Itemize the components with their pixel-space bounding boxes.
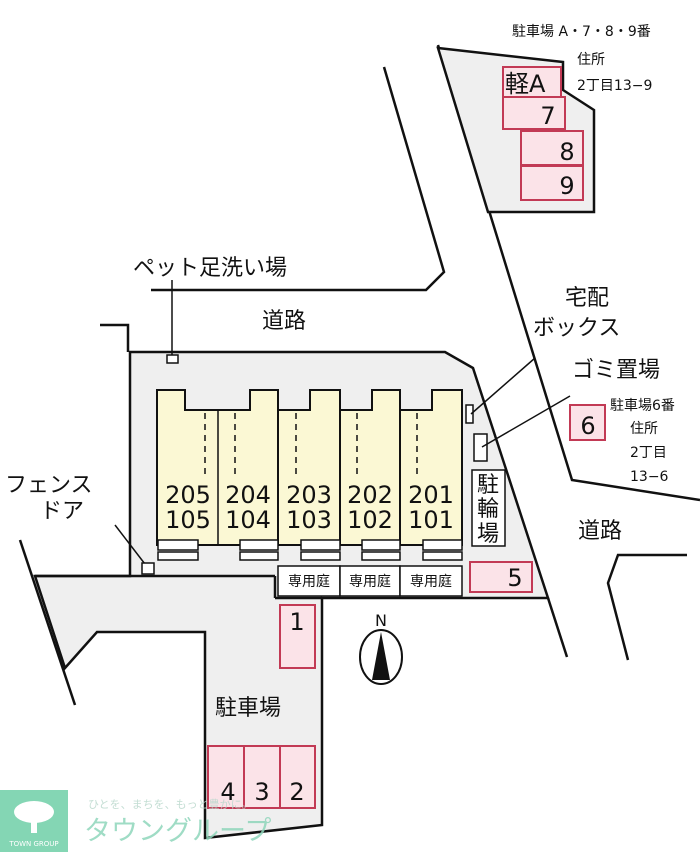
unit-number: 204 xyxy=(225,481,271,509)
lot6-title: 駐車場6番 xyxy=(610,397,675,414)
boundary-line-east xyxy=(546,597,569,658)
parking-space-label: 5 xyxy=(507,564,522,592)
lot6-address: 2丁目 xyxy=(630,445,667,461)
parking-space-4 xyxy=(207,745,245,809)
boundary-line-southwest xyxy=(18,539,77,706)
parking-space-5 xyxy=(469,561,533,593)
private-gardens: 専用庭 専用庭 専用庭 xyxy=(277,565,463,597)
north-compass-icon: N xyxy=(359,611,403,685)
parking-space-6 xyxy=(569,404,606,441)
unit-number: 101 xyxy=(408,506,454,534)
parking-space-kei-a-label: 軽A xyxy=(505,70,546,98)
private-garden-label: 専用庭 xyxy=(288,573,330,590)
delivery-box xyxy=(465,404,474,424)
road-line-far-east xyxy=(606,553,687,661)
lot6-address-label: 住所 xyxy=(630,421,658,437)
lot6-address: 13−6 xyxy=(630,469,669,485)
unit-number: 105 xyxy=(165,506,211,534)
unit-number: 205 xyxy=(165,481,211,509)
logo-name: タウングループ xyxy=(84,816,271,847)
parking-space-9-label: 9 xyxy=(559,172,574,200)
bicycle-parking-label: 場 xyxy=(477,522,499,547)
parking-space-label: 1 xyxy=(289,608,304,636)
annex-lot-address-label: 住所 xyxy=(577,52,605,68)
unit-number: 203 xyxy=(286,481,332,509)
annex-lot-address: 2丁目13−9 xyxy=(577,78,652,94)
delivery-box-label: 宅配 xyxy=(565,286,609,311)
bicycle-parking-label: 輪 xyxy=(477,497,499,522)
balconies xyxy=(157,539,463,561)
garbage-area xyxy=(473,433,488,462)
bicycle-parking-label: 駐 xyxy=(477,473,499,498)
parking-space-label: 6 xyxy=(580,412,595,440)
unit-number: 103 xyxy=(286,506,332,534)
garbage-label: ゴミ置場 xyxy=(572,358,660,383)
parking-space-7 xyxy=(502,96,566,130)
private-garden-label: 専用庭 xyxy=(410,573,452,590)
parking-space-8 xyxy=(520,130,584,166)
pet-footwash xyxy=(166,354,179,364)
fence-door-label: フェンス xyxy=(5,473,93,498)
parking-space-label: 4 xyxy=(220,778,235,806)
fence-door xyxy=(141,562,155,575)
road-line-north xyxy=(151,66,446,292)
logo-tagline: ひとを、まちを、もっと豊かに。 xyxy=(88,798,253,811)
road-label: 道路 xyxy=(578,519,622,544)
pet-footwash-label: ペット足洗い場 xyxy=(133,256,287,281)
parking-space-2 xyxy=(279,745,316,809)
unit-number: 202 xyxy=(347,481,393,509)
callout-line xyxy=(481,395,571,448)
bicycle-parking xyxy=(471,469,506,547)
parking-space-8-label: 8 xyxy=(559,138,574,166)
parking-space-label: 2 xyxy=(289,778,304,806)
parking-label: 駐車場 xyxy=(215,696,281,721)
road-label: 道路 xyxy=(262,309,306,334)
parking-space-1 xyxy=(279,604,316,669)
parking-space-9 xyxy=(520,165,584,201)
parking-space-3 xyxy=(243,745,281,809)
logo-mark-text: TOWN GROUP xyxy=(8,840,58,848)
boundary-line-west xyxy=(100,323,130,352)
unit-number: 104 xyxy=(225,506,271,534)
callout-line xyxy=(470,357,536,415)
apartment-building: 205 105 204 104 203 103 202 102 201 101 xyxy=(156,389,463,546)
annex-lot-title: 駐車場 A・7・8・9番 xyxy=(512,23,651,40)
parking-space-7-label: 7 xyxy=(540,102,555,130)
unit-number: 201 xyxy=(408,481,454,509)
town-group-logo: TOWN GROUP ひとを、まちを、もっと豊かに。 タウングループ xyxy=(0,790,271,852)
callout-line xyxy=(114,524,149,569)
unit-number: 102 xyxy=(347,506,393,534)
parking-space-label: 3 xyxy=(254,778,269,806)
private-garden-label: 専用庭 xyxy=(349,573,391,590)
fence-door-label: ドア xyxy=(40,499,84,524)
delivery-box-label: ボックス xyxy=(533,316,620,341)
north-label: N xyxy=(375,611,387,630)
